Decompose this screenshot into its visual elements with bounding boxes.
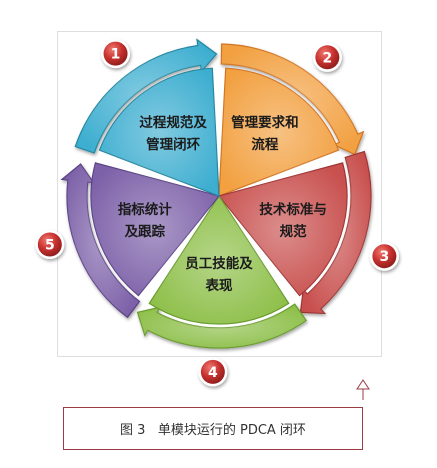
segment-1-highlight [219, 68, 339, 196]
segment-2-highlight [219, 162, 348, 296]
callout-arrow-icon [356, 379, 370, 390]
figure-caption-box: 图 3 单模块运行的 PDCA 闭环 [63, 407, 363, 450]
segment-3-label-line-2: 表现 [206, 277, 233, 294]
segment-4-label-line-2: 及跟踪 [125, 223, 166, 240]
step-3-badge-disc [372, 244, 397, 269]
step-5-badge: 5 [35, 230, 65, 260]
segment-2-arrow-highlight [300, 151, 371, 314]
segment-2-label-line-1: 技术标准与 [259, 201, 327, 218]
step-3-badge: 3 [369, 241, 399, 271]
segment-3-highlight [149, 196, 289, 324]
segment-3-arrow-highlight [137, 304, 307, 348]
segment-1-label: 管理要求和流程 [231, 114, 299, 153]
segment-5-label-line-1: 过程规范及 [139, 114, 207, 131]
step-3-badge-number: 3 [380, 249, 390, 265]
step-5-badge-number: 5 [45, 238, 55, 254]
segment-5-highlight [99, 68, 219, 196]
step-4-badge: 4 [198, 357, 228, 387]
step-1-badge-number: 1 [111, 47, 121, 63]
segment-3-label-line-1: 员工技能及 [185, 255, 253, 272]
segment-3-label: 员工技能及表现 [185, 255, 253, 294]
step-2-badge-number: 2 [322, 50, 332, 66]
step-5-badge-disc [37, 232, 62, 257]
step-4-badge-disc [200, 359, 225, 384]
step-2-badge-disc [315, 45, 340, 70]
diagram-frame [57, 31, 382, 357]
segment-4-highlight [91, 162, 219, 296]
step-1-badge-disc [103, 41, 128, 66]
segment-4-label: 指标统计及跟踪 [118, 201, 172, 240]
segment-1-label-line-2: 流程 [251, 136, 278, 153]
segment-5-arrow-highlight [75, 39, 217, 154]
segment-1-arrow-highlight [221, 44, 364, 155]
segment-2-label: 技术标准与规范 [259, 201, 327, 240]
step-1-badge: 1 [101, 39, 131, 69]
segment-2-label-line-2: 规范 [280, 223, 307, 240]
segment-1-label-line-1: 管理要求和 [231, 114, 299, 131]
figure-caption: 图 3 单模块运行的 PDCA 闭环 [120, 423, 306, 438]
step-2-badge: 2 [312, 42, 342, 72]
step-4-badge-number: 4 [208, 365, 218, 381]
segment-5-label-line-2: 管理闭环 [146, 136, 200, 153]
segment-4-label-line-1: 指标统计 [118, 201, 172, 218]
segment-4-arrow-highlight [61, 164, 140, 318]
segment-5-label: 过程规范及管理闭环 [139, 114, 207, 153]
